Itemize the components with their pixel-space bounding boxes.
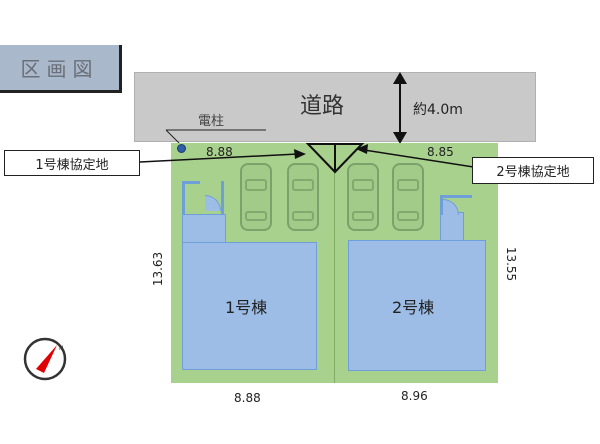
road-width-label: 約4.0m [413, 102, 463, 118]
lot2-agreement-callout: 2号棟協定地 [472, 157, 594, 184]
dimension-left: 13.63 [151, 251, 166, 287]
parking-car-icon [347, 163, 379, 231]
utility-pole-label: 電柱 [198, 114, 225, 129]
building-2 [348, 240, 486, 371]
lot1-agreement-callout: 1号棟協定地 [4, 150, 140, 176]
page-title: 区画図 [0, 45, 122, 93]
building-2-porch-wall [440, 195, 472, 198]
dimension-bottom-right: 8.96 [401, 389, 428, 403]
building-1-entry [182, 214, 226, 244]
callout-arrows [139, 144, 481, 169]
road-width-arrow-icon [393, 72, 407, 144]
parking-car-icon [240, 163, 272, 231]
building-1-porch-wall [221, 181, 224, 215]
shared-driveway-triangle-icon [306, 143, 365, 174]
dimension-right: 13.55 [504, 246, 519, 282]
dimension-bottom-left: 8.88 [234, 391, 261, 405]
north-arrow-icon: N [23, 337, 67, 381]
parking-car-icon [287, 163, 319, 231]
building-1 [182, 242, 317, 370]
utility-pole-leader-icon [165, 129, 266, 145]
dimension-top-left: 8.88 [206, 145, 233, 159]
svg-text:N: N [59, 345, 64, 352]
building-2-porch-wall [440, 195, 443, 215]
building-1-porch-wall [182, 181, 200, 184]
parking-car-icon [392, 163, 424, 231]
dimension-top-right: 8.85 [427, 145, 454, 159]
lot-divider [334, 143, 335, 383]
building-1-label: 1号棟 [225, 298, 268, 317]
building-2-label: 2号棟 [392, 298, 435, 317]
building-2-entry [440, 212, 464, 242]
road-label: 道路 [300, 94, 345, 119]
utility-pole-icon [177, 144, 186, 153]
building-1-porch-wall [182, 181, 185, 215]
